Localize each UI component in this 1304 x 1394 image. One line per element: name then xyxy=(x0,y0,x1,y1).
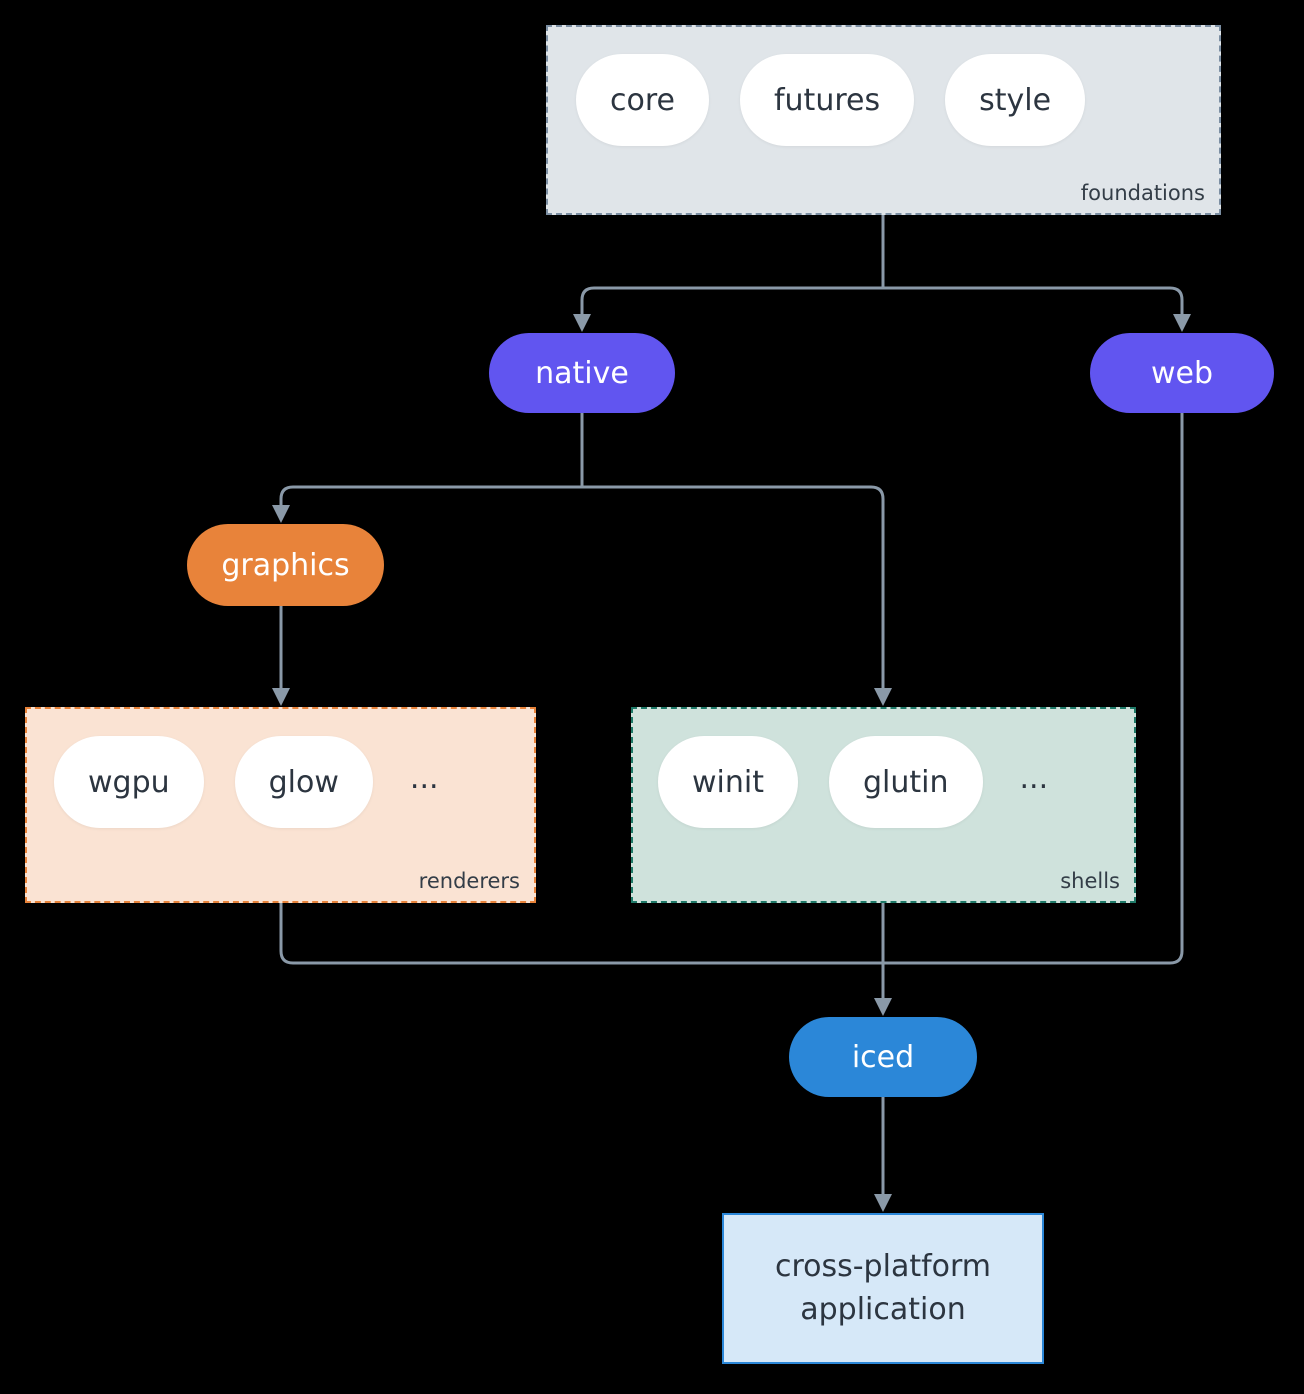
group-label-foundations: foundations xyxy=(1080,181,1205,205)
renderers-pill-row: wgpu glow ... xyxy=(54,736,445,828)
shells-pill-row: winit glutin ... xyxy=(658,736,1054,828)
pill-winit[interactable]: winit xyxy=(658,736,798,828)
edge-native-to-graphics xyxy=(279,485,584,509)
arrowhead-web xyxy=(1173,314,1191,332)
group-foundations: core futures style foundations xyxy=(546,25,1221,215)
pill-futures[interactable]: futures xyxy=(739,54,915,146)
arrowhead-iced xyxy=(874,998,892,1016)
shells-more-ellipsis: ... xyxy=(1019,761,1049,796)
group-label-renderers: renderers xyxy=(418,869,520,893)
pill-style[interactable]: style xyxy=(945,54,1086,146)
renderers-more-ellipsis: ... xyxy=(409,761,439,796)
pill-wgpu[interactable]: wgpu xyxy=(54,736,204,828)
arrowhead-graphics xyxy=(272,505,290,523)
node-web[interactable]: web xyxy=(1090,333,1274,413)
edge-foundations-to-native xyxy=(580,286,885,318)
group-shells: winit glutin ... shells xyxy=(631,707,1136,903)
node-iced[interactable]: iced xyxy=(789,1017,977,1097)
application-line-1: cross-platform xyxy=(774,1248,992,1284)
pill-core[interactable]: core xyxy=(576,54,709,146)
application-line-2: application xyxy=(800,1291,966,1327)
edge-native-to-shells xyxy=(580,485,885,692)
node-graphics[interactable]: graphics xyxy=(187,524,384,606)
pill-glutin[interactable]: glutin xyxy=(828,736,983,828)
group-renderers: wgpu glow ... renderers xyxy=(25,707,536,903)
edge-renderers-to-iced xyxy=(279,901,885,965)
arrowhead-shells xyxy=(874,688,892,706)
pill-glow[interactable]: glow xyxy=(234,736,373,828)
arrowhead-application xyxy=(874,1194,892,1212)
node-cross-platform-application[interactable]: cross-platform application xyxy=(722,1213,1044,1364)
arrowhead-renderers xyxy=(272,688,290,706)
group-label-shells: shells xyxy=(1060,869,1120,893)
arrowhead-native xyxy=(573,314,591,332)
node-native[interactable]: native xyxy=(489,333,675,413)
edge-foundations-to-web xyxy=(881,286,1184,318)
foundations-pill-row: core futures style xyxy=(576,54,1086,146)
